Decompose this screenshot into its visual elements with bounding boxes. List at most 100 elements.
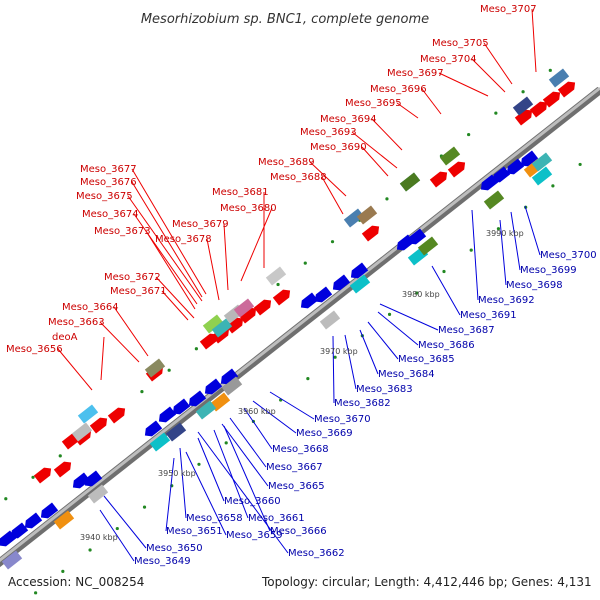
gene-glyph[interactable] <box>417 236 439 256</box>
gene-glyph[interactable] <box>209 392 231 412</box>
gene-glyph[interactable] <box>77 404 99 424</box>
gene-glyph[interactable] <box>199 331 220 350</box>
reverse-gene-label[interactable]: Meso_3667 <box>266 462 323 473</box>
gene-glyph[interactable] <box>238 305 259 324</box>
reverse-gene-label[interactable]: Meso_3665 <box>268 481 325 492</box>
gene-glyph[interactable] <box>165 422 187 442</box>
reverse-gene-label[interactable]: Meso_3669 <box>296 428 353 439</box>
gene-glyph[interactable] <box>22 512 43 532</box>
reverse-gene-label[interactable]: Meso_3698 <box>506 280 563 291</box>
gene-glyph[interactable] <box>542 89 563 108</box>
forward-gene-label[interactable]: Meso_3679 <box>172 219 229 230</box>
gene-glyph[interactable] <box>8 522 29 542</box>
gene-glyph[interactable] <box>53 459 74 478</box>
gene-glyph[interactable] <box>514 107 535 126</box>
reverse-gene-label[interactable]: Meso_3660 <box>224 496 281 507</box>
reverse-gene-label[interactable]: Meso_3685 <box>398 354 455 365</box>
gene-glyph[interactable] <box>330 274 351 294</box>
gene-glyph[interactable] <box>1 550 23 570</box>
forward-gene-label[interactable]: Meso_3674 <box>82 209 139 220</box>
forward-gene-label[interactable]: Meso_3695 <box>345 98 402 109</box>
gene-glyph[interactable] <box>53 510 75 530</box>
gene-glyph[interactable] <box>272 287 293 306</box>
gene-glyph[interactable] <box>490 166 511 186</box>
gene-glyph[interactable] <box>186 390 207 410</box>
forward-gene-label[interactable]: Meso_3680 <box>220 203 277 214</box>
reverse-gene-label[interactable]: Meso_3684 <box>378 369 435 380</box>
forward-gene-label[interactable]: Meso_3663 <box>48 317 105 328</box>
gene-glyph[interactable] <box>156 406 177 426</box>
gene-glyph[interactable] <box>170 398 191 418</box>
gene-glyph[interactable] <box>33 465 54 484</box>
gene-glyph[interactable] <box>399 172 421 192</box>
forward-gene-label[interactable]: Meso_3675 <box>76 191 133 202</box>
reverse-gene-label[interactable]: Meso_3662 <box>288 548 345 559</box>
reverse-gene-label[interactable]: Meso_3661 <box>248 513 305 524</box>
reverse-gene-label[interactable]: Meso_3691 <box>460 310 517 321</box>
gene-glyph[interactable] <box>89 415 110 434</box>
gene-glyph[interactable] <box>406 228 427 248</box>
gene-glyph[interactable] <box>356 205 378 225</box>
reverse-gene-label[interactable]: Meso_3700 <box>540 250 597 261</box>
reverse-gene-label[interactable]: Meso_3649 <box>134 556 191 567</box>
gene-glyph[interactable] <box>253 297 274 316</box>
forward-gene-label[interactable]: Meso_3704 <box>420 54 477 65</box>
gene-glyph[interactable] <box>70 472 91 492</box>
gene-glyph[interactable] <box>82 470 103 490</box>
gene-glyph[interactable] <box>149 432 171 452</box>
gene-glyph[interactable] <box>225 315 246 334</box>
gene-glyph[interactable] <box>142 420 163 440</box>
forward-gene-label[interactable]: deoA <box>52 332 78 343</box>
forward-gene-label[interactable]: Meso_3677 <box>80 164 137 175</box>
forward-gene-label[interactable]: Meso_3678 <box>155 234 212 245</box>
forward-gene-label[interactable]: Meso_3697 <box>387 68 444 79</box>
gene-glyph[interactable] <box>195 400 217 420</box>
forward-gene-label[interactable]: Meso_3707 <box>480 4 537 15</box>
reverse-gene-label[interactable]: Meso_3650 <box>146 543 203 554</box>
gene-glyph[interactable] <box>548 68 570 88</box>
forward-gene-label[interactable]: Meso_3671 <box>110 286 167 297</box>
gene-glyph[interactable] <box>61 431 82 450</box>
gene-glyph[interactable] <box>202 314 224 334</box>
gene-glyph[interactable] <box>531 166 553 186</box>
reverse-gene-label[interactable]: Meso_3687 <box>438 325 495 336</box>
forward-gene-label[interactable]: Meso_3656 <box>6 344 63 355</box>
gene-glyph[interactable] <box>71 422 93 442</box>
gene-glyph[interactable] <box>233 298 255 318</box>
forward-gene-label[interactable]: Meso_3690 <box>310 142 367 153</box>
gene-glyph[interactable] <box>447 159 468 178</box>
gene-glyph[interactable] <box>144 358 166 378</box>
reverse-gene-label[interactable]: Meso_3692 <box>478 295 535 306</box>
forward-gene-label[interactable]: Meso_3705 <box>432 38 489 49</box>
gene-glyph[interactable] <box>348 262 369 282</box>
gene-glyph[interactable] <box>483 190 505 210</box>
gene-glyph[interactable] <box>343 208 365 228</box>
forward-gene-label[interactable]: Meso_3688 <box>270 172 327 183</box>
gene-glyph[interactable] <box>298 292 319 312</box>
gene-glyph[interactable] <box>202 378 223 398</box>
forward-gene-label[interactable]: Meso_3672 <box>104 272 161 283</box>
gene-glyph[interactable] <box>38 502 59 522</box>
gene-glyph[interactable] <box>531 152 553 172</box>
gene-glyph[interactable] <box>439 146 461 166</box>
gene-glyph[interactable] <box>211 318 233 338</box>
gene-glyph[interactable] <box>518 150 539 170</box>
gene-glyph[interactable] <box>0 530 17 550</box>
reverse-gene-label[interactable]: Meso_3683 <box>356 384 413 395</box>
gene-glyph[interactable] <box>312 286 333 306</box>
gene-glyph[interactable] <box>529 99 550 118</box>
gene-glyph[interactable] <box>429 169 450 188</box>
reverse-gene-label[interactable]: Meso_3658 <box>186 513 243 524</box>
gene-glyph[interactable] <box>349 274 371 294</box>
forward-gene-label[interactable]: Meso_3681 <box>212 187 269 198</box>
gene-glyph[interactable] <box>218 368 239 388</box>
forward-gene-label[interactable]: Meso_3676 <box>80 177 137 188</box>
reverse-gene-label[interactable]: Meso_3699 <box>520 265 577 276</box>
reverse-gene-label[interactable]: Meso_3666 <box>270 526 327 537</box>
forward-gene-label[interactable]: Meso_3696 <box>370 84 427 95</box>
gene-glyph[interactable] <box>504 158 525 178</box>
reverse-gene-label[interactable]: Meso_3682 <box>334 398 391 409</box>
gene-glyph[interactable] <box>107 405 128 424</box>
reverse-gene-label[interactable]: Meso_3670 <box>314 414 371 425</box>
gene-glyph[interactable] <box>319 310 341 330</box>
